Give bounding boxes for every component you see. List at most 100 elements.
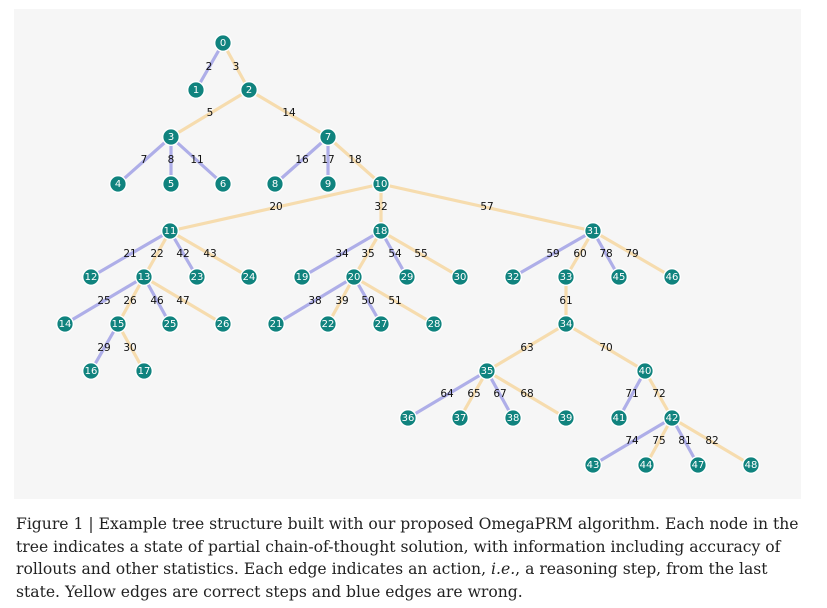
edge-35-39 — [485, 369, 568, 420]
node-label: 36 — [402, 413, 415, 424]
tree-node: 21 — [266, 315, 285, 334]
edge-label: 11 — [190, 154, 203, 166]
node-circle — [160, 221, 179, 240]
edge-2-7 — [247, 88, 330, 139]
node-label: 27 — [375, 319, 388, 330]
tree-node: 40 — [636, 362, 655, 381]
tree-node: 5 — [161, 174, 180, 193]
caption-label: Figure 1 — [16, 515, 84, 533]
node-label: 9 — [325, 179, 331, 190]
node-label: 46 — [666, 272, 679, 283]
tree-node: 12 — [81, 268, 100, 287]
edge-7-10 — [326, 135, 383, 186]
edge-label: 30 — [123, 342, 136, 354]
edge-label: 82 — [705, 435, 718, 447]
edge-42-48 — [670, 416, 753, 467]
edge-label: 57 — [480, 201, 493, 213]
tree-node: 6 — [213, 174, 232, 193]
edge-35-37 — [458, 369, 489, 420]
edge-31-32 — [511, 229, 595, 279]
node-label: 15 — [112, 319, 125, 330]
node-circle — [372, 221, 391, 240]
node-circle — [345, 268, 364, 287]
node-circle — [293, 268, 312, 287]
tree-node: 24 — [239, 268, 258, 287]
edge-label: 70 — [599, 342, 612, 354]
tree-node: 13 — [134, 268, 153, 287]
node-label: 4 — [115, 179, 121, 190]
node-circle — [239, 268, 258, 287]
node-label: 35 — [481, 366, 494, 377]
node-circle — [239, 80, 258, 99]
edge-label: 79 — [625, 248, 638, 260]
edge-18-30 — [379, 229, 462, 279]
node-circle — [160, 315, 179, 334]
tree-node: 32 — [504, 268, 523, 287]
edge-label: 25 — [97, 295, 110, 307]
node-label: 30 — [454, 272, 467, 283]
edge-label: 39 — [335, 295, 348, 307]
tree-node: 47 — [689, 456, 708, 475]
node-circle — [265, 174, 284, 193]
edge-label: 3 — [233, 61, 240, 73]
edge-label: 78 — [599, 248, 612, 260]
edge-20-28 — [352, 275, 436, 326]
tree-node: 31 — [584, 221, 603, 240]
tree-node: 38 — [504, 409, 523, 428]
edge-label: 18 — [348, 154, 361, 166]
edge-label: 50 — [361, 295, 374, 307]
tree-node: 7 — [319, 127, 338, 146]
edge-label: 71 — [625, 388, 638, 400]
node-circle — [610, 268, 629, 287]
node-label: 18 — [375, 226, 388, 237]
edge-label: 47 — [176, 295, 189, 307]
node-circle — [557, 409, 576, 428]
node-label: 47 — [692, 460, 705, 471]
node-label: 43 — [587, 460, 600, 471]
node-circle — [637, 456, 656, 475]
edge-18-19 — [300, 229, 383, 279]
tree-node: 28 — [425, 315, 444, 334]
edge-34-35 — [485, 322, 568, 373]
edge-label: 55 — [414, 248, 427, 260]
tree-node: 11 — [160, 221, 179, 240]
tree-node: 41 — [610, 409, 629, 428]
node-label: 6 — [220, 179, 226, 190]
node-circle — [161, 174, 180, 193]
edge-40-42 — [643, 369, 674, 420]
node-label: 23 — [191, 272, 204, 283]
edge-label: 75 — [652, 435, 665, 447]
edge-13-14 — [63, 275, 146, 326]
node-label: 0 — [220, 38, 226, 49]
node-circle — [557, 315, 576, 334]
node-label: 8 — [272, 179, 278, 190]
tree-node: 37 — [451, 409, 470, 428]
node-label: 7 — [325, 132, 331, 143]
edge-11-24 — [168, 229, 251, 279]
node-circle — [213, 174, 232, 193]
tree-node: 39 — [557, 409, 576, 428]
tree-node: 14 — [56, 315, 75, 334]
node-label: 39 — [560, 413, 573, 424]
node-label: 48 — [745, 460, 758, 471]
tree-node: 9 — [319, 174, 338, 193]
tree-node: 17 — [134, 362, 153, 381]
caption-separator: | — [83, 515, 99, 533]
node-label: 24 — [243, 272, 256, 283]
tree-node: 48 — [742, 456, 761, 475]
tree-node: 36 — [399, 409, 418, 428]
tree-node: 18 — [372, 221, 391, 240]
node-circle — [636, 362, 655, 381]
tree-node: 26 — [213, 315, 232, 334]
edge-label: 32 — [374, 201, 387, 213]
tree-node: 43 — [584, 456, 603, 475]
node-label: 29 — [401, 272, 414, 283]
tree-node: 3 — [161, 127, 180, 146]
edge-label: 67 — [493, 388, 506, 400]
node-label: 13 — [138, 272, 151, 283]
node-label: 45 — [613, 272, 626, 283]
edge-label: 72 — [652, 388, 665, 400]
tree-node: 33 — [557, 268, 576, 287]
edge-label: 21 — [123, 248, 136, 260]
